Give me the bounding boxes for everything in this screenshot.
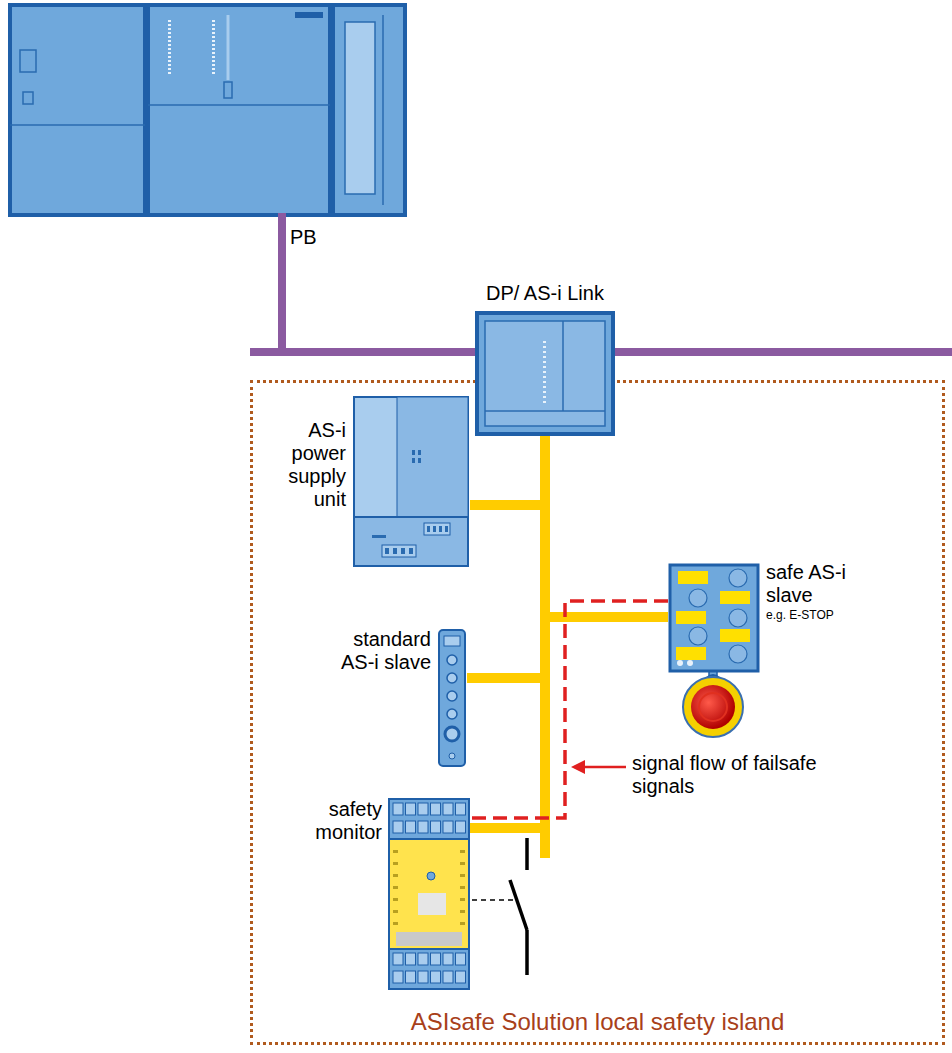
bus-name: PB [290, 226, 317, 249]
device-label: AS-i power supply unit [284, 419, 346, 511]
device-label: DP/ AS-i Link [486, 282, 604, 305]
power-supply-unit: AS-i power supply unit [284, 395, 470, 568]
standard-slave-device [437, 628, 467, 768]
device-label: safety monitor [308, 798, 382, 844]
as-i-bus-line [470, 436, 545, 505]
label-block: safety monitor [308, 798, 382, 844]
safe-slave: safe AS-i slave e.g. E-STOP [668, 563, 886, 673]
dp-as-i-link: DP/ AS-i Link [475, 282, 615, 436]
device-note: e.g. E-STOP [766, 609, 886, 623]
standard-slave: standard AS-i slave [331, 628, 467, 768]
label-block: DP/ AS-i Link [486, 282, 604, 305]
power-supply-unit-device [352, 395, 470, 568]
estop-button [683, 670, 743, 737]
safety-monitor: safety monitor [308, 798, 470, 990]
label-block: ASIsafe Solution local safety island [253, 1008, 942, 1036]
label-block: standard AS-i slave [331, 628, 431, 674]
plc-rack [10, 5, 405, 215]
as-i-bus-line [545, 436, 668, 617]
callout-text: signal flow of failsafe signals [632, 752, 847, 798]
signal-pointer [571, 760, 626, 774]
label-block: safe AS-i slave e.g. E-STOP [766, 561, 886, 623]
safety-contact [472, 838, 527, 975]
label-block: AS-i power supply unit [284, 419, 346, 511]
safety-monitor-device [388, 798, 470, 990]
safety-island-region: AS-i power supply unit standard AS-i slav… [250, 380, 945, 1045]
safe-slave-device [668, 563, 760, 673]
as-i-bus-line [467, 436, 545, 678]
device-label: safe AS-i slave [766, 561, 886, 607]
device-label: ASIsafe Solution local safety island [253, 1008, 942, 1036]
device-label: standard AS-i slave [331, 628, 431, 674]
as-i-bus-line [470, 436, 545, 828]
dp-as-i-link-device [475, 311, 615, 436]
